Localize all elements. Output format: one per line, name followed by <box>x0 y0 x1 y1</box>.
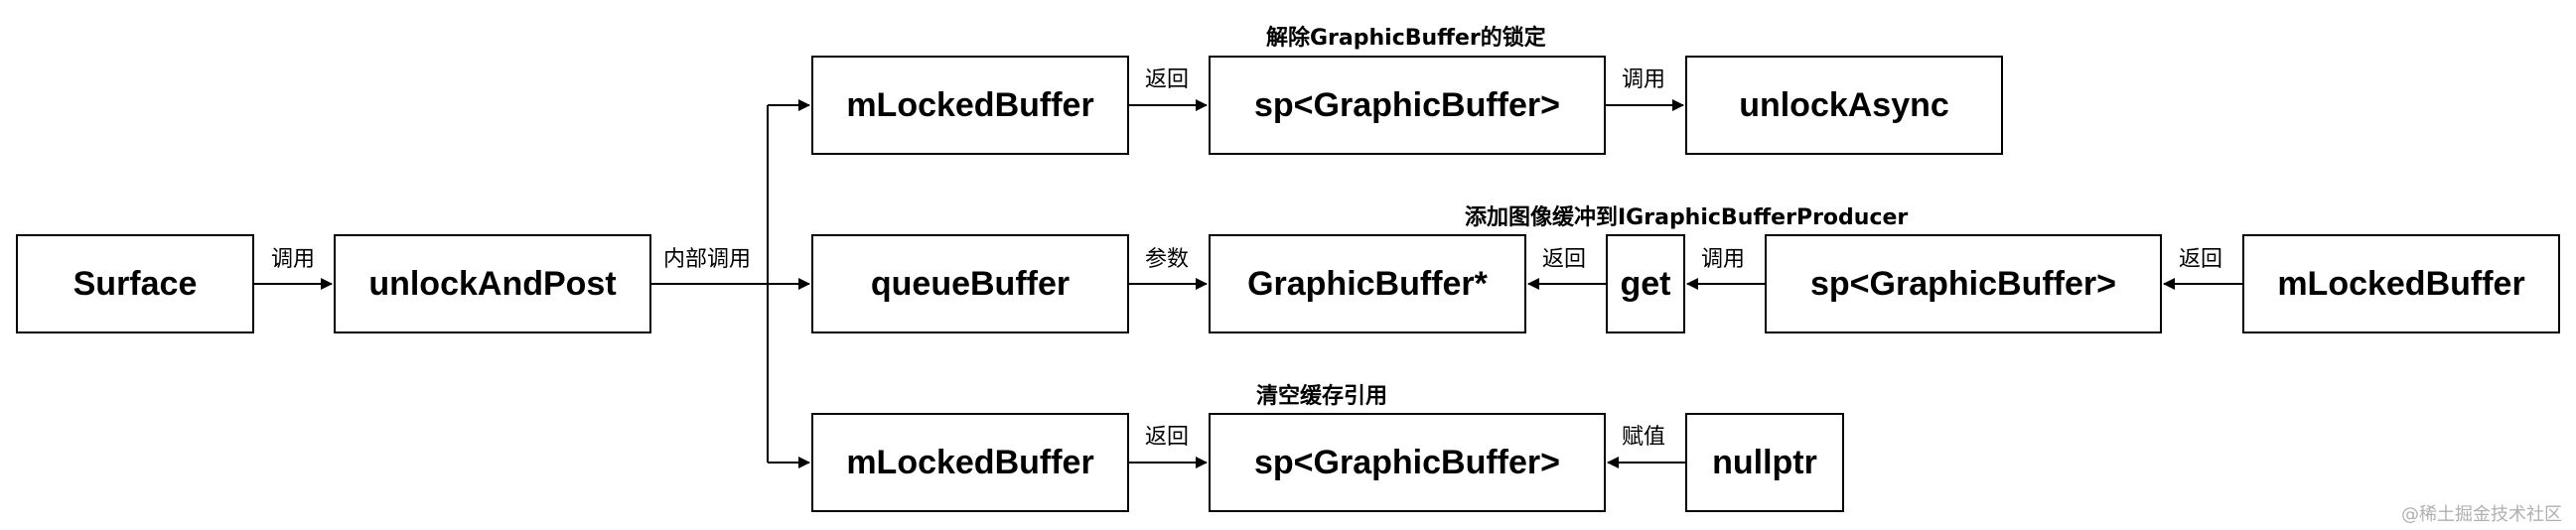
edge-label-assign: 赋值 <box>1622 425 1666 450</box>
edge-label-return-bottom: 返回 <box>1145 425 1190 450</box>
node-unlock-and-post: unlockAndPost <box>334 234 651 333</box>
edge-label-return-mid-2: 返回 <box>2179 247 2223 272</box>
node-sp-graphic-buffer-bottom: sp<GraphicBuffer> <box>1209 413 1606 512</box>
edge-label-internal-call: 内部调用 <box>663 247 752 272</box>
node-queue-buffer: queueBuffer <box>811 234 1129 333</box>
node-sp-graphic-buffer-top: sp<GraphicBuffer> <box>1209 56 1606 155</box>
edge-label-return-mid-1: 返回 <box>1542 247 1587 272</box>
annotation-clear: 清空缓存引用 <box>1256 384 1388 409</box>
node-graphic-buffer-ptr: GraphicBuffer* <box>1209 234 1526 333</box>
edge-label-call: 调用 <box>271 247 316 272</box>
watermark: @稀土掘金技术社区 <box>2401 504 2562 525</box>
annotation-queue: 添加图像缓冲到IGraphicBufferProducer <box>1465 205 1909 230</box>
edge-label-param: 参数 <box>1145 247 1190 272</box>
node-nullptr: nullptr <box>1685 413 1844 512</box>
node-locked-buffer-right: mLockedBuffer <box>2242 234 2560 333</box>
edge-label-call-top: 调用 <box>1622 67 1666 92</box>
annotation-unlock: 解除GraphicBuffer的锁定 <box>1266 26 1546 51</box>
node-sp-graphic-buffer-mid: sp<GraphicBuffer> <box>1765 234 2162 333</box>
edge-label-return-top: 返回 <box>1145 67 1190 92</box>
edge-label-call-mid: 调用 <box>1701 247 1746 272</box>
node-surface: Surface <box>16 234 254 333</box>
node-get: get <box>1606 234 1685 333</box>
node-locked-buffer-top: mLockedBuffer <box>811 56 1129 155</box>
node-unlock-async: unlockAsync <box>1685 56 2003 155</box>
node-locked-buffer-bottom: mLockedBuffer <box>811 413 1129 512</box>
